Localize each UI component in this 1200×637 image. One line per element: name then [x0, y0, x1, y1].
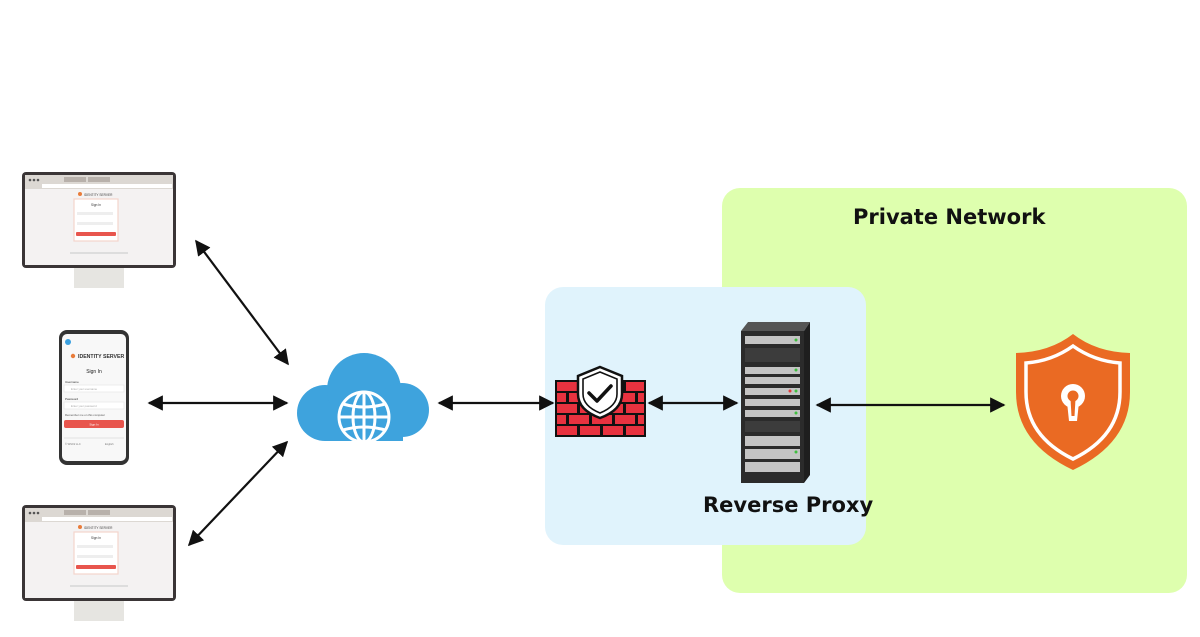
- desktop-sign-in-button: [76, 565, 116, 569]
- arrow-desktop-bottom-to-internet: [187, 440, 289, 547]
- mobile-footer: © WSO2 LLC: [65, 442, 81, 446]
- mobile-language: English: [105, 442, 114, 446]
- server-rack-icon: [741, 322, 810, 483]
- mobile-username-label: Username: [65, 380, 79, 384]
- desktop-heading: Sign In: [91, 203, 101, 207]
- desktop-client-bottom: IDENTITY SERVER Sign In: [22, 505, 176, 621]
- mobile-password-label: Password: [65, 397, 79, 401]
- mobile-remember-text: Remember me on this computer: [65, 413, 105, 417]
- private-network-label: Private Network: [853, 205, 1046, 229]
- desktop-heading: Sign In: [91, 536, 101, 540]
- keyhole-shield-icon: [1016, 334, 1130, 470]
- mobile-sign-in-button: [64, 420, 124, 428]
- connection-arrows: [147, 239, 1006, 547]
- arrow-desktop-top-to-internet: [195, 239, 289, 366]
- desktop-client-top: IDENTITY SERVER Sign In: [22, 172, 176, 288]
- desktop-brand: IDENTITY SERVER: [84, 193, 113, 197]
- mobile-username-placeholder: Enter your username: [71, 387, 98, 391]
- mobile-password-placeholder: Enter your password: [71, 404, 97, 408]
- desktop-sign-in-button: [76, 232, 116, 236]
- mobile-client: IDENTITY SERVER Sign In Username Enter y…: [59, 330, 129, 465]
- mobile-brand: IDENTITY SERVER: [78, 354, 124, 360]
- mobile-heading: Sign In: [86, 369, 102, 375]
- desktop-brand: IDENTITY SERVER: [84, 526, 113, 530]
- firewall-shield-icon: [555, 365, 646, 437]
- mobile-sign-in-label: Sign In: [89, 423, 99, 427]
- globe-cloud-icon: [297, 353, 429, 444]
- reverse-proxy-label: Reverse Proxy: [703, 493, 874, 517]
